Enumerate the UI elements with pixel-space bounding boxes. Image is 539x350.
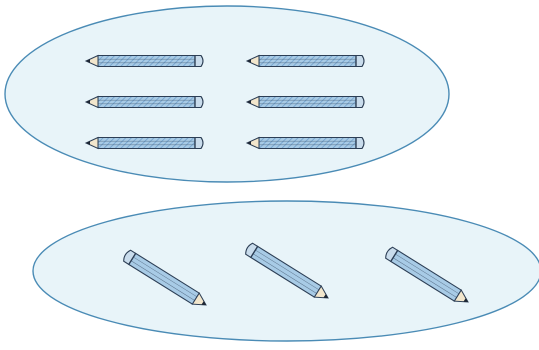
pencil-icon [247, 138, 364, 149]
bottom-group [33, 201, 539, 341]
pencil-icon [86, 138, 203, 149]
top-group [5, 6, 449, 182]
pencil-icon [247, 56, 364, 67]
top-set-ellipse [5, 6, 449, 182]
pencil-icon [247, 97, 364, 108]
pencil-icon [86, 56, 203, 67]
pencil-icon [86, 97, 203, 108]
